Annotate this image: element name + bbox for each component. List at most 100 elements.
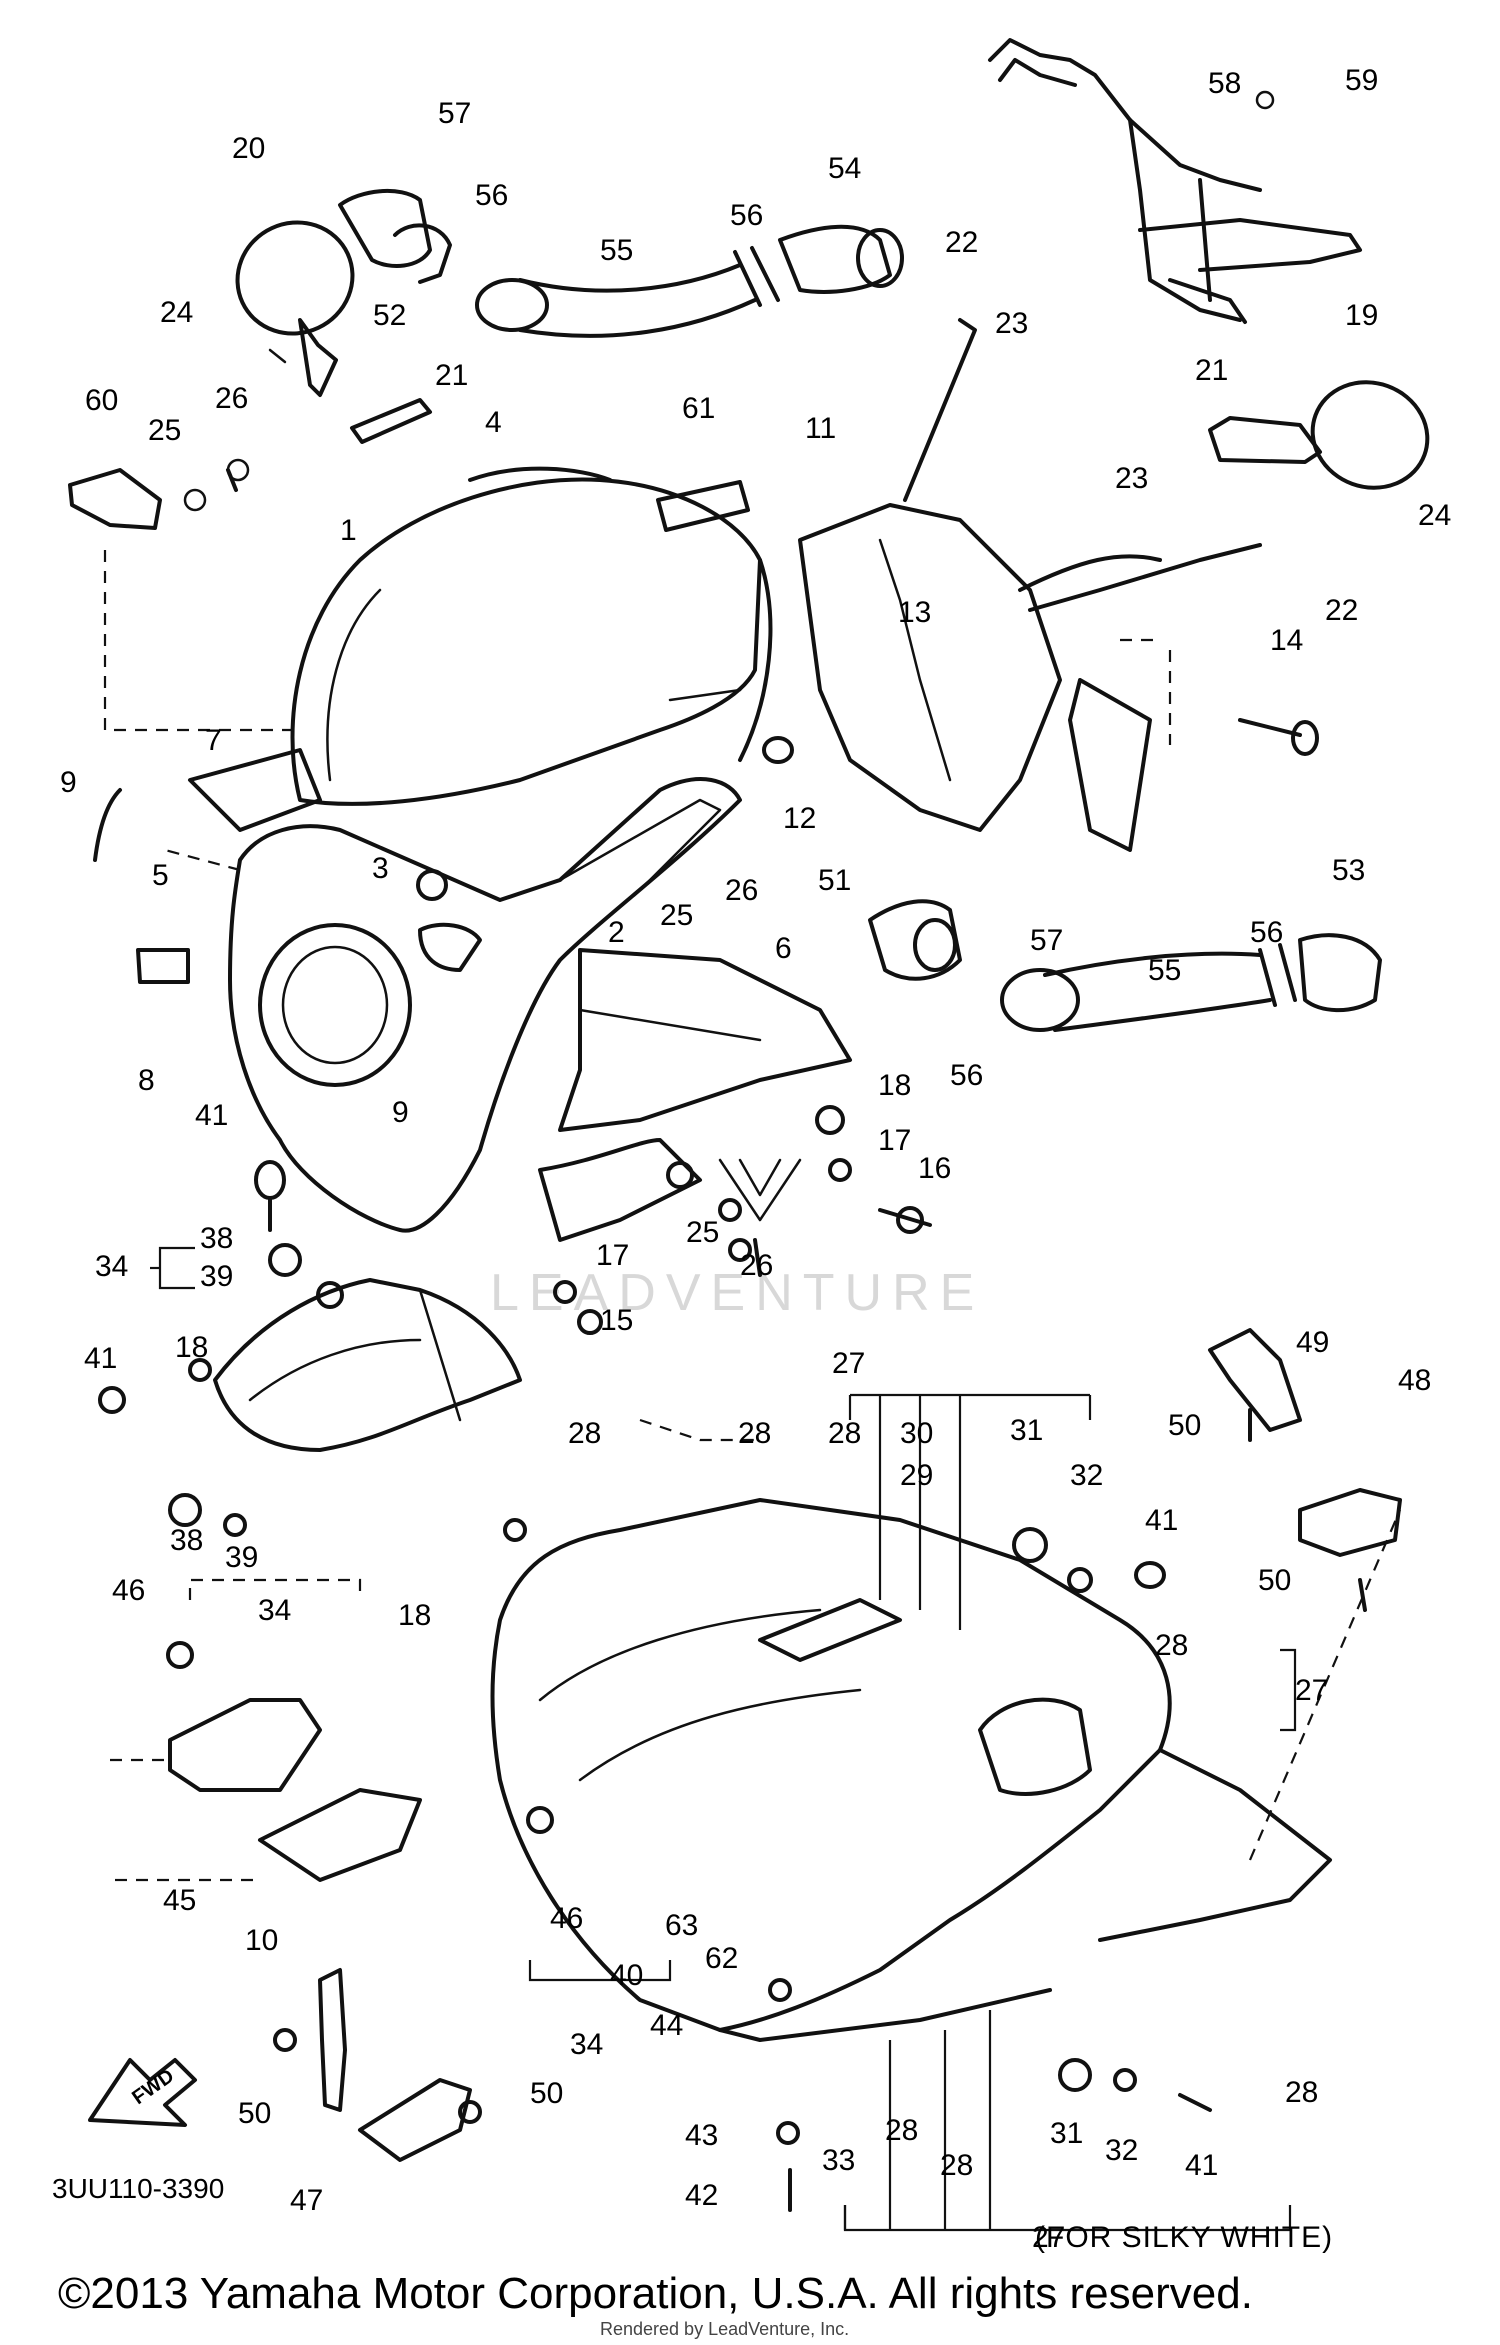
callout-c23a: 23: [995, 307, 1028, 340]
callout-c16: 16: [918, 1152, 951, 1185]
callout-c27c: 27: [1032, 2221, 1065, 2254]
duct-hose-upper: [475, 224, 904, 338]
callout-c22b: 22: [1325, 594, 1358, 627]
callout-c31b: 31: [1050, 2117, 1083, 2150]
callout-c32b: 32: [1105, 2134, 1138, 2167]
callout-c50a: 50: [1168, 1409, 1201, 1442]
emblem-61: [656, 480, 750, 532]
callout-c54: 54: [828, 152, 861, 185]
callout-c28d: 28: [1155, 1629, 1188, 1662]
watermark-logo: LEADVENTURE: [490, 1158, 984, 1322]
callout-c25c: 25: [686, 1216, 719, 1249]
callout-c50d: 50: [530, 2077, 563, 2110]
callout-c21a: 21: [435, 359, 468, 392]
callout-c56b: 56: [730, 199, 763, 232]
callout-c62: 62: [705, 1942, 738, 1975]
callout-c25b: 25: [660, 899, 693, 932]
callout-c45: 45: [163, 1884, 196, 1917]
mount-bracket: [988, 38, 1362, 324]
inner-panel-6: [538, 948, 852, 1242]
duct-hose-right: [868, 899, 1382, 1032]
callout-c39b: 39: [225, 1541, 258, 1574]
callout-c46b: 46: [550, 1902, 583, 1935]
callout-c57a: 57: [438, 97, 471, 130]
callout-c28g: 28: [940, 2149, 973, 2182]
callout-c49: 49: [1296, 1326, 1329, 1359]
inner-panel-34: [213, 1278, 522, 1452]
callout-c24b: 24: [1418, 499, 1451, 532]
callout-c38b: 38: [170, 1524, 203, 1557]
callout-c1: 1: [340, 514, 357, 547]
callout-c18a: 18: [878, 1069, 911, 1102]
left-mirror: [235, 188, 452, 397]
callout-c50b: 50: [1258, 1564, 1291, 1597]
callout-c14: 14: [1270, 624, 1303, 657]
callout-c38a: 38: [200, 1222, 233, 1255]
callout-c7: 7: [205, 724, 222, 757]
stay-49: [1208, 1328, 1302, 1432]
mirror-gasket-left: [350, 398, 432, 444]
callout-c46a: 46: [112, 1574, 145, 1607]
callout-c41d: 41: [1185, 2149, 1218, 2182]
callout-c55a: 55: [600, 234, 633, 267]
grommet-12: [762, 736, 794, 764]
callout-c48: 48: [1398, 1364, 1431, 1397]
callout-c18c: 18: [398, 1599, 431, 1632]
callout-c5: 5: [152, 859, 169, 892]
group-brackets: [103, 550, 1402, 2232]
fastener-set-lower: [98, 1358, 1367, 2212]
callout-c47: 47: [290, 2184, 323, 2217]
callout-c27b: 27: [1295, 1674, 1328, 1707]
stay-47: [358, 2078, 472, 2162]
callout-c29: 29: [900, 1459, 933, 1492]
callout-c21b: 21: [1195, 354, 1228, 387]
stay-bracket-left: [68, 458, 250, 530]
callout-c55b: 55: [1148, 954, 1181, 987]
windscreen: [290, 466, 773, 806]
callout-c13: 13: [898, 596, 931, 629]
callout-c63: 63: [665, 1909, 698, 1942]
callout-c53: 53: [1332, 854, 1365, 887]
stay-48: [1298, 1488, 1402, 1557]
rendered-by-note: Rendered by LeadVenture, Inc.: [600, 2319, 849, 2339]
callout-c10: 10: [245, 1924, 278, 1957]
front-cowling: [188, 748, 742, 1233]
cowling-stay: [798, 318, 1262, 852]
callout-c41c: 41: [1145, 1504, 1178, 1537]
callout-c28a: 28: [568, 1417, 601, 1450]
callout-c28c: 28: [828, 1417, 861, 1450]
callout-c57b: 57: [1030, 924, 1063, 957]
callout-c9a: 9: [60, 766, 77, 799]
callout-c59: 59: [1345, 64, 1378, 97]
callout-c6: 6: [775, 932, 792, 965]
right-mirror: [1208, 380, 1430, 490]
callout-c26b: 26: [725, 874, 758, 907]
watermark-text: LEADVENTURE: [490, 1264, 984, 1322]
stay-10: [318, 1968, 347, 2112]
callout-c28b: 28: [738, 1417, 771, 1450]
callout-c15: 15: [600, 1304, 633, 1337]
callout-c52: 52: [373, 299, 406, 332]
callout-c44: 44: [650, 2009, 683, 2042]
callout-c30: 30: [900, 1417, 933, 1450]
callout-c56c: 56: [1250, 916, 1283, 949]
callout-c9b: 9: [392, 1096, 409, 1129]
callout-c60: 60: [85, 384, 118, 417]
callout-c33: 33: [822, 2144, 855, 2177]
callout-c20: 20: [232, 132, 265, 165]
callout-c50c: 50: [238, 2097, 271, 2130]
callout-c41b: 41: [84, 1342, 117, 1375]
callout-c32a: 32: [1070, 1459, 1103, 1492]
callout-c43: 43: [685, 2119, 718, 2152]
callout-c58: 58: [1208, 67, 1241, 100]
callout-c17a: 17: [878, 1124, 911, 1157]
callout-c3: 3: [372, 852, 389, 885]
stay-45: [168, 1698, 422, 1882]
callout-c28f: 28: [885, 2114, 918, 2147]
callout-c41a: 41: [195, 1099, 228, 1132]
drawing-code: 3UU110-3390: [52, 2173, 224, 2204]
copyright-notice: ©2013 Yamaha Motor Corporation, U.S.A. A…: [58, 2269, 1253, 2318]
emblem-8: [136, 948, 190, 984]
bolt-14: [1238, 718, 1319, 756]
